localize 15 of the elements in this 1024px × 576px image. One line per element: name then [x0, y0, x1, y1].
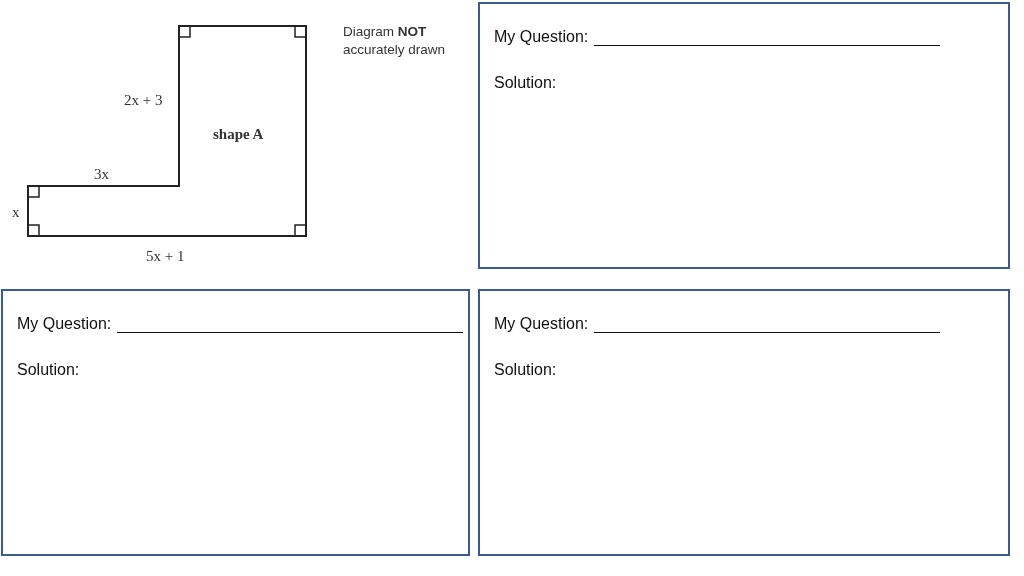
- solution-prompt: Solution:: [17, 361, 80, 379]
- question-prompt: My Question:: [494, 315, 589, 333]
- answer-card: [1, 289, 470, 556]
- solution-prompt: Solution:: [494, 74, 557, 92]
- answer-card: [478, 2, 1010, 269]
- dimension-label: 5x + 1: [146, 248, 185, 265]
- note-text: Diagram NOT accurately drawn: [343, 23, 447, 59]
- solution-prompt: Solution:: [494, 361, 557, 379]
- shape-label: shape A: [213, 126, 264, 143]
- question-prompt: My Question:: [17, 315, 112, 333]
- dimension-label: x: [12, 204, 20, 221]
- question-prompt: My Question:: [494, 28, 589, 46]
- answer-card: [478, 289, 1010, 556]
- dimension-label: 2x + 3: [124, 92, 163, 109]
- dimension-label: 3x: [94, 166, 109, 183]
